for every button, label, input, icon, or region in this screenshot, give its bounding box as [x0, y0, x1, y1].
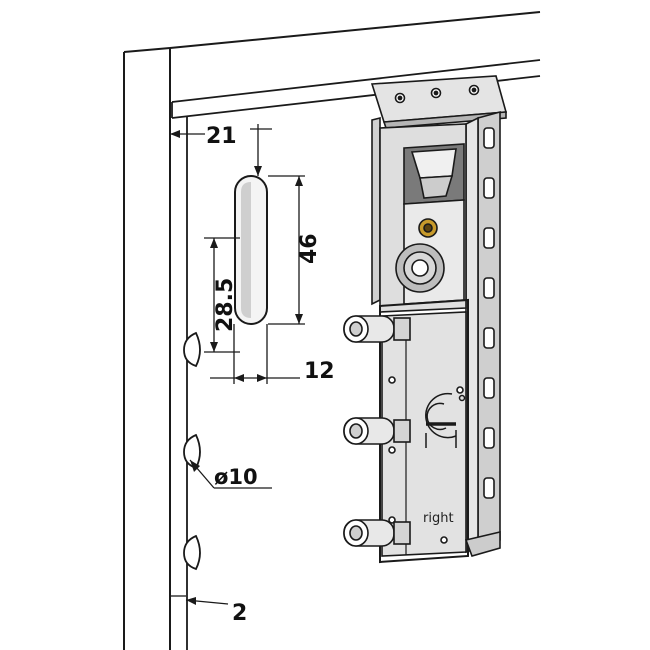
bolt-3	[343, 519, 411, 547]
bolt-1	[343, 315, 411, 343]
bolt-hole-2	[183, 433, 201, 470]
bottom-foot	[464, 530, 501, 557]
bolt-holes	[183, 331, 201, 571]
door-jamb	[123, 11, 541, 650]
lower-box	[379, 298, 469, 564]
bolt-2	[343, 417, 411, 445]
latch-slot-inner-shade	[241, 182, 251, 318]
plate-screws	[388, 376, 464, 544]
bolt-hole-1	[183, 331, 201, 368]
dimension-46-label: 46	[297, 233, 322, 264]
cylinder-assembly	[395, 218, 445, 293]
dimension-d10-label: ø10	[214, 465, 258, 489]
top-mounting-bracket	[370, 75, 508, 129]
dimension-arrows	[170, 130, 303, 605]
dimension-12-label: 12	[304, 359, 335, 384]
dimension-2-label: 2	[232, 601, 247, 626]
dimension-21-label: 21	[206, 124, 237, 149]
dimension-28-5-label: 28.5	[213, 278, 238, 332]
left-rail	[371, 116, 381, 306]
right-slotted-rail	[465, 110, 501, 554]
bolt-hole-3	[183, 534, 201, 571]
brand-logo	[425, 392, 466, 448]
lock-body	[343, 75, 508, 564]
lock-side-label: right	[423, 511, 454, 526]
main-plate	[381, 311, 467, 557]
